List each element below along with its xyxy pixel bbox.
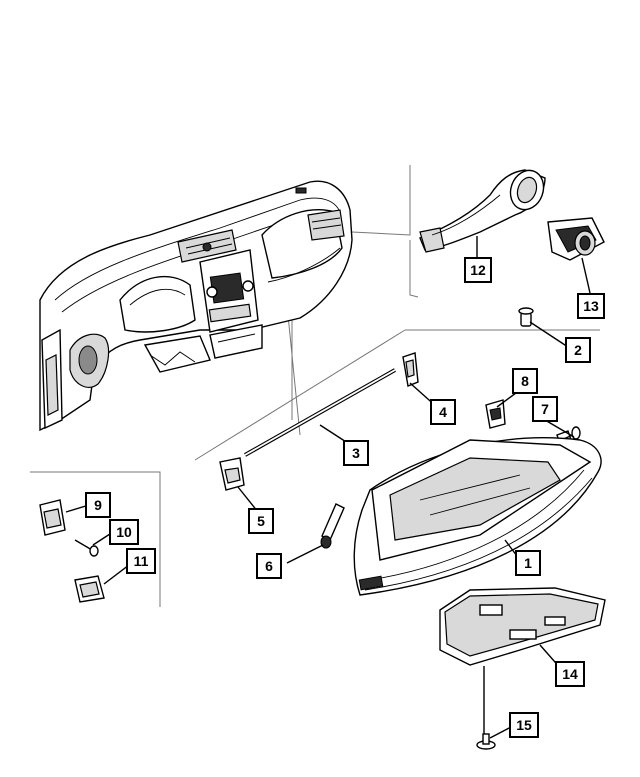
svg-text:3: 3 (352, 445, 360, 461)
part-9-clip (39, 499, 66, 536)
callout-6: 6 (256, 553, 282, 579)
svg-text:9: 9 (94, 497, 102, 513)
callout-8: 8 (512, 368, 538, 394)
instrument-panel-illustration (39, 180, 353, 432)
callout-1: 1 (515, 550, 541, 576)
callout-5: 5 (248, 508, 274, 534)
part-14-panel (439, 587, 606, 666)
part-15-fastener (476, 733, 496, 750)
svg-text:7: 7 (541, 401, 549, 417)
callout-11: 11 (126, 548, 156, 574)
callout-7: 7 (532, 396, 558, 422)
part-11-clip (74, 575, 105, 603)
callout-3: 3 (343, 440, 369, 466)
svg-text:14: 14 (562, 666, 578, 682)
part-5-bracket (219, 457, 245, 491)
svg-text:10: 10 (116, 524, 132, 540)
svg-text:11: 11 (134, 553, 149, 569)
svg-text:12: 12 (470, 262, 486, 278)
part-3-rod (244, 368, 396, 457)
part-4-bracket (402, 352, 419, 387)
svg-text:15: 15 (516, 717, 532, 733)
callout-2: 2 (565, 337, 591, 363)
svg-text:2: 2 (574, 342, 582, 358)
part-8-latch (485, 399, 506, 429)
callout-14: 14 (555, 661, 585, 687)
svg-text:8: 8 (521, 373, 529, 389)
svg-text:5: 5 (257, 513, 265, 529)
part-10-screw (74, 539, 99, 557)
part-6-damper (320, 503, 345, 549)
callout-4: 4 (430, 399, 456, 425)
callout-13: 13 (577, 293, 605, 319)
part-12-duct (419, 169, 546, 253)
part-2-pin (518, 307, 534, 327)
svg-text:1: 1 (524, 555, 532, 571)
callout-12: 12 (464, 257, 492, 283)
callout-15: 15 (509, 712, 539, 738)
svg-text:6: 6 (265, 558, 273, 574)
part-13-vent (547, 217, 605, 261)
part-1-glove-box (353, 437, 602, 596)
callout-9: 9 (85, 492, 111, 518)
svg-text:13: 13 (583, 298, 599, 314)
callout-10: 10 (109, 519, 139, 545)
svg-text:4: 4 (439, 404, 447, 420)
